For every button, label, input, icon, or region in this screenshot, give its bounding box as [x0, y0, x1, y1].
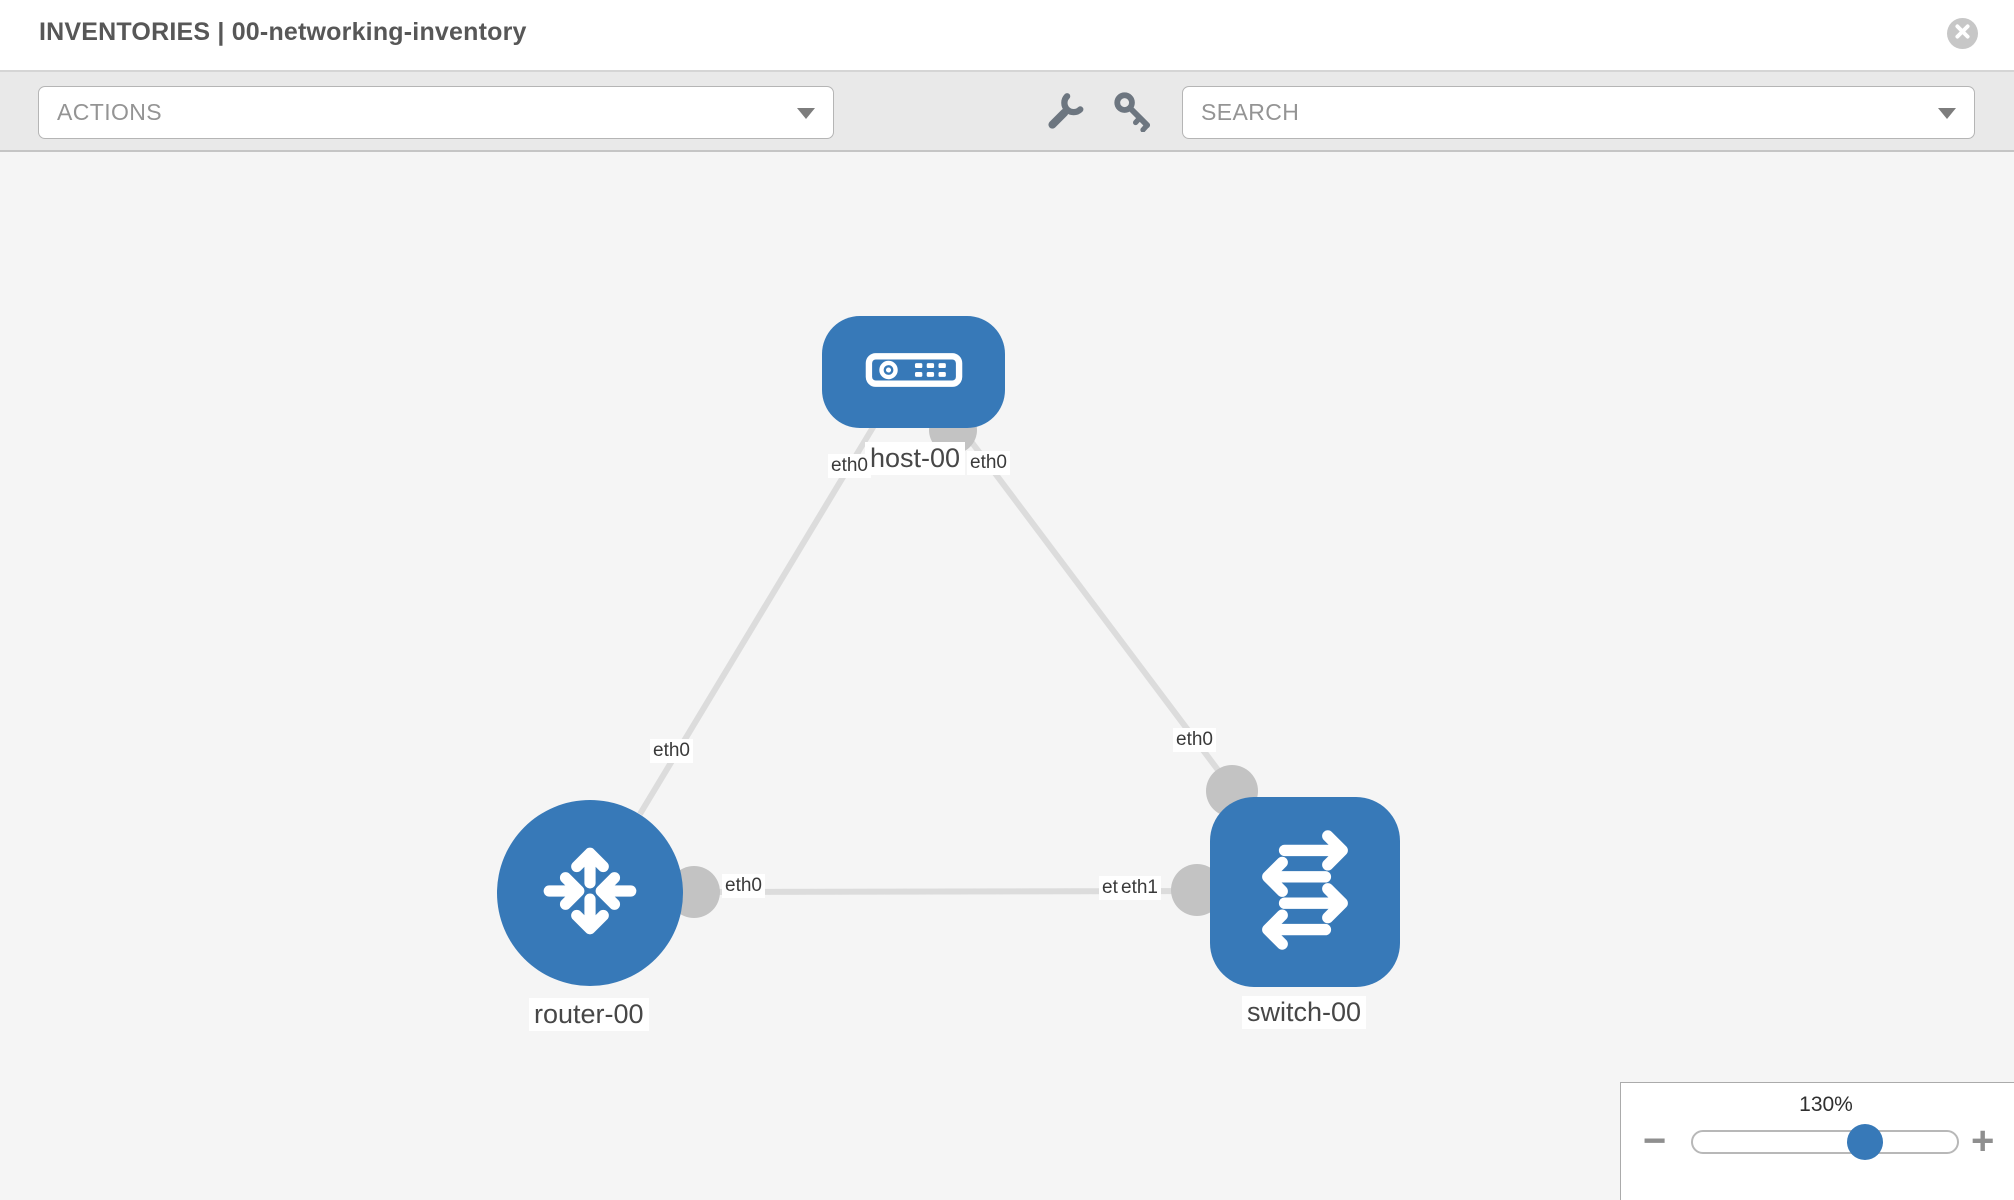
router-icon — [537, 838, 643, 949]
node-label-router: router-00 — [529, 998, 649, 1031]
interface-label: eth1 — [1118, 876, 1161, 900]
zoom-control-panel: 130% − + — [1620, 1082, 2014, 1200]
node-switch-00[interactable] — [1210, 797, 1400, 987]
node-host-00[interactable] — [822, 316, 1005, 428]
search-dropdown[interactable] — [1182, 86, 1975, 139]
interface-label: eth0 — [828, 454, 871, 478]
zoom-slider-track[interactable] — [1691, 1130, 1959, 1154]
key-icon — [1112, 90, 1154, 137]
node-router-00[interactable] — [497, 800, 683, 986]
interface-label: eth0 — [722, 874, 765, 898]
interface-label: eth0 — [967, 451, 1010, 475]
chevron-down-icon — [797, 108, 815, 119]
page-title: INVENTORIES | 00-networking-inventory — [39, 18, 527, 46]
credentials-button[interactable] — [1110, 90, 1156, 136]
toolbar: ACTIONS — [0, 72, 2014, 152]
switch-icon — [1239, 824, 1371, 961]
interface-label: eth0 — [1173, 728, 1216, 752]
edges-layer — [637, 406, 1258, 918]
zoom-in-button[interactable]: + — [1971, 1119, 1995, 1163]
actions-dropdown[interactable]: ACTIONS — [38, 86, 834, 139]
close-icon — [1955, 23, 1970, 44]
search-input[interactable] — [1183, 87, 1974, 138]
configure-tools-button[interactable] — [1042, 90, 1088, 136]
header: INVENTORIES | 00-networking-inventory — [0, 0, 2014, 72]
actions-dropdown-label: ACTIONS — [57, 99, 163, 125]
close-button[interactable] — [1947, 18, 1978, 49]
zoom-out-button[interactable]: − — [1643, 1119, 1667, 1163]
interface-label: eth0 — [650, 739, 693, 763]
node-label-switch: switch-00 — [1242, 996, 1367, 1029]
wrench-icon — [1045, 91, 1085, 136]
host-icon — [865, 352, 963, 393]
node-label-host: host-00 — [865, 442, 966, 475]
zoom-slider-handle[interactable] — [1847, 1124, 1884, 1160]
topology-canvas[interactable]: host-00 router-00 switch-00 eth0 eth0 et… — [0, 152, 2014, 1200]
zoom-level-value: 130% — [1799, 1093, 1853, 1116]
